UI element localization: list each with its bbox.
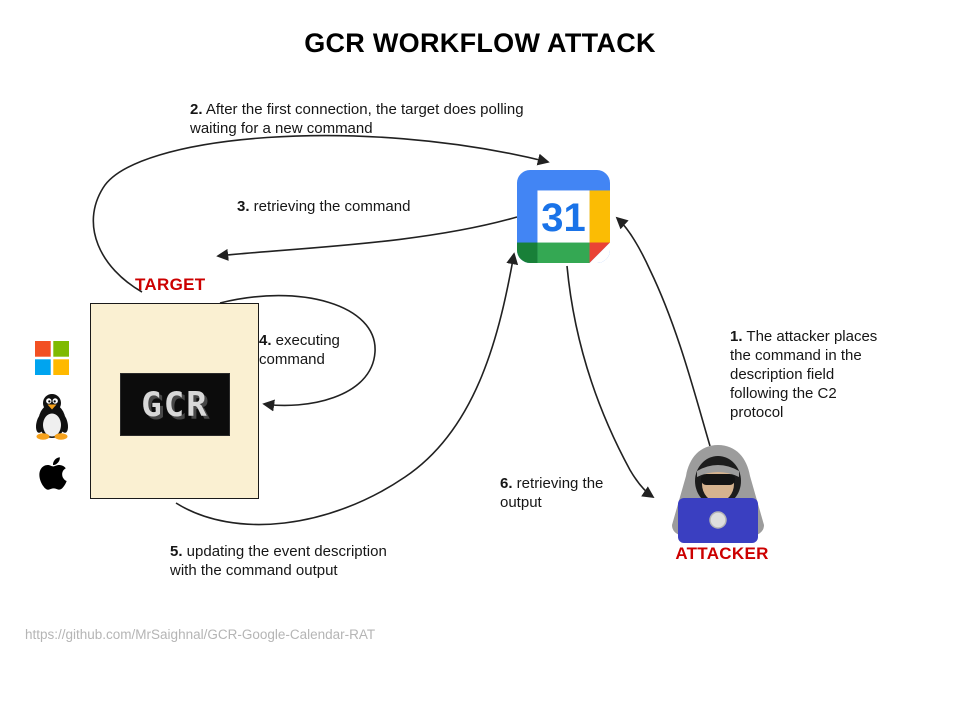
arrow-step1-attacker-to-calendar [615,216,711,447]
step-2-annotation: 2. After the first connection, the targe… [190,100,562,138]
target-label: TARGET [135,275,206,294]
hooded-attacker-icon [672,445,764,543]
step-2-text: After the first connection, the target d… [190,101,524,137]
target-machine-box: GCR [90,303,259,499]
step-6-text: retrieving the output [500,475,604,511]
step-5-text: updating the event description with the … [170,543,387,579]
step-1-number: 1. [730,328,743,345]
arrow-step3-calendar-to-target [216,216,518,261]
gcr-logo: GCR [120,373,230,436]
calendar-day-number: 31 [541,196,585,240]
step-2-number: 2. [190,101,203,118]
step-3-annotation: 3. retrieving the command [237,197,497,216]
linux-tux-icon [36,394,68,440]
apple-logo-icon [39,457,67,490]
source-url-text: https://github.com/MrSaighnal/GCR-Google… [25,627,376,642]
step-3-number: 3. [237,198,250,215]
step-4-annotation: 4. executing command [259,331,351,369]
step-5-number: 5. [170,543,183,560]
step-6-annotation: 6. retrieving the output [500,474,618,512]
attacker-label: ATTACKER [675,544,769,563]
google-calendar-icon: 31 [517,170,610,263]
windows-logo-icon [35,341,69,375]
arrow-step6-calendar-to-attacker [566,265,655,498]
diagram-title: GCR WORKFLOW ATTACK [304,28,656,58]
step-1-text: The attacker places the command in the d… [730,328,878,421]
step-1-annotation: 1. The attacker places the command in th… [730,327,890,422]
step-4-text: executing command [259,332,340,368]
step-6-number: 6. [500,475,513,492]
step-5-annotation: 5. updating the event description with t… [170,542,410,580]
step-3-text: retrieving the command [249,198,411,215]
step-4-number: 4. [259,332,272,349]
